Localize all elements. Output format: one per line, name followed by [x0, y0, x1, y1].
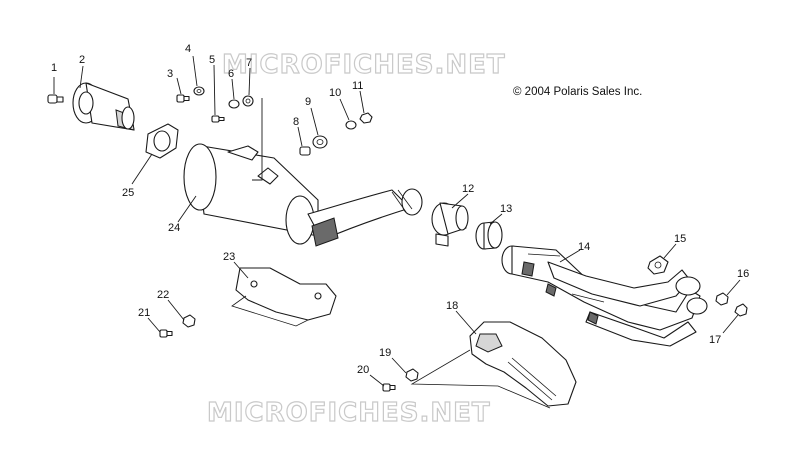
washer-4-part	[193, 86, 205, 96]
callout-6: 6	[228, 68, 234, 80]
callout-25: 25	[122, 187, 134, 199]
watermark-top: MICROFICHES.NET	[222, 50, 506, 80]
muffler-part	[183, 143, 423, 247]
callout-20: 20	[357, 364, 369, 376]
muffler-heat-shield-part	[231, 267, 337, 327]
nut-17-part	[734, 303, 748, 317]
bolt-21-part	[159, 329, 173, 338]
gasket-part	[145, 123, 179, 159]
callout-19: 19	[379, 347, 391, 359]
bolt-5-part	[211, 115, 225, 123]
header-pipe-part	[501, 245, 708, 347]
sleeve-8-part	[299, 146, 311, 156]
callout-15: 15	[674, 233, 686, 245]
bracket-7-part	[252, 98, 263, 181]
gasket-15-part	[647, 255, 669, 275]
callout-7: 7	[246, 57, 252, 69]
callout-14: 14	[578, 241, 590, 253]
callout-1: 1	[51, 62, 57, 74]
washer-22-part	[182, 314, 196, 328]
callout-22: 22	[157, 289, 169, 301]
washer-6-part	[228, 99, 240, 109]
callout-3: 3	[167, 68, 173, 80]
callout-18: 18	[446, 300, 458, 312]
callout-8: 8	[293, 116, 299, 128]
callout-23: 23	[223, 251, 235, 263]
callout-16: 16	[737, 268, 749, 280]
washer-7-part	[242, 95, 254, 107]
clamp-part	[431, 202, 469, 247]
bolt-20-part	[382, 383, 396, 392]
callout-12: 12	[462, 183, 474, 195]
leader-lines	[53, 55, 741, 387]
copyright-text: © 2004 Polaris Sales Inc.	[513, 86, 642, 98]
callout-5: 5	[209, 54, 215, 66]
grommet-9-part	[312, 135, 328, 149]
bolt-3-part	[176, 94, 190, 103]
callout-21: 21	[138, 307, 150, 319]
watermark-bottom: MICROFICHES.NET	[207, 398, 491, 428]
callout-17: 17	[709, 334, 721, 346]
callout-2: 2	[79, 54, 85, 66]
callout-24: 24	[168, 222, 180, 234]
washer-19-part	[405, 368, 419, 382]
callout-9: 9	[305, 96, 311, 108]
callout-13: 13	[500, 203, 512, 215]
header-heat-shield-part	[410, 321, 577, 409]
callout-4: 4	[185, 43, 191, 55]
callout-11: 11	[352, 80, 363, 92]
spark-arrestor-part	[72, 82, 135, 131]
seal-part	[475, 221, 503, 250]
nut-16-part	[715, 292, 729, 306]
callout-10: 10	[329, 87, 341, 99]
callout-labels: 1 2 3 4 5 6 7 8 9 10 11 12 13 14 15 16 1…	[51, 43, 749, 376]
washer-10-part	[345, 120, 357, 130]
nut-11-part	[359, 112, 373, 124]
bolt-1-part	[47, 94, 64, 104]
